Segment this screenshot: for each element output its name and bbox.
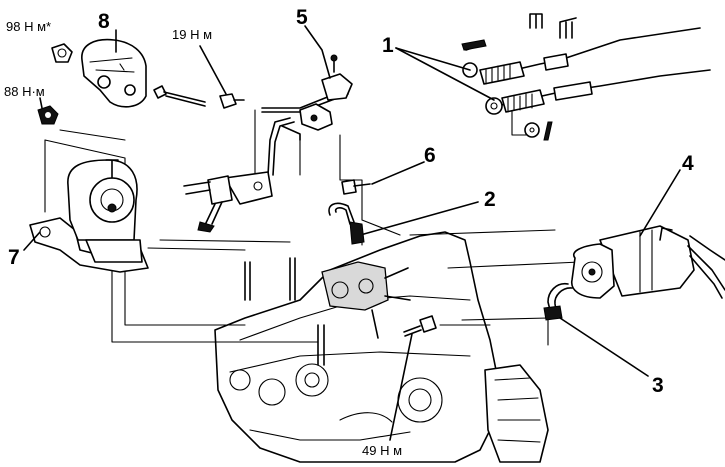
torque-19: 19 Н м	[172, 27, 212, 42]
callout-4: 4	[682, 152, 694, 175]
bolt-49	[403, 315, 437, 337]
callout-1: 1	[382, 34, 394, 57]
mount-bracket	[81, 38, 147, 108]
callout-2: 2	[484, 188, 496, 211]
torque-49: 49 Н м	[362, 443, 402, 458]
shift-cables	[461, 27, 711, 115]
callout-8: 8	[98, 10, 110, 33]
small-clip-parts	[524, 121, 553, 141]
clutch-line	[261, 54, 353, 176]
nut-88	[37, 105, 59, 125]
torque-88: 88 Н·м	[4, 84, 45, 99]
nut-98	[51, 43, 73, 63]
callout-labels: 1 2 3 4 5 6 7 8	[8, 6, 694, 397]
callout-5: 5	[296, 6, 308, 29]
bolt-19	[219, 93, 245, 109]
sensor-2	[328, 202, 365, 245]
callout-3: 3	[652, 374, 664, 397]
callout-6: 6	[424, 144, 436, 167]
clip-icon	[529, 13, 577, 39]
slave-cylinder	[183, 171, 273, 233]
transmission-housing	[214, 231, 549, 463]
housing-studs	[244, 257, 325, 366]
shift-mechanism	[321, 261, 411, 339]
torque-labels: 98 Н м* 19 Н м 88 Н·м 49 Н м	[4, 19, 402, 458]
engine-mount	[29, 159, 149, 273]
torque-98: 98 Н м*	[6, 19, 51, 34]
callout-7: 7	[8, 246, 20, 269]
long-bolt	[153, 85, 206, 107]
leader-lines	[23, 25, 681, 441]
bolt-6	[341, 179, 371, 195]
starter-connector	[543, 282, 573, 321]
starter-motor	[571, 225, 725, 299]
